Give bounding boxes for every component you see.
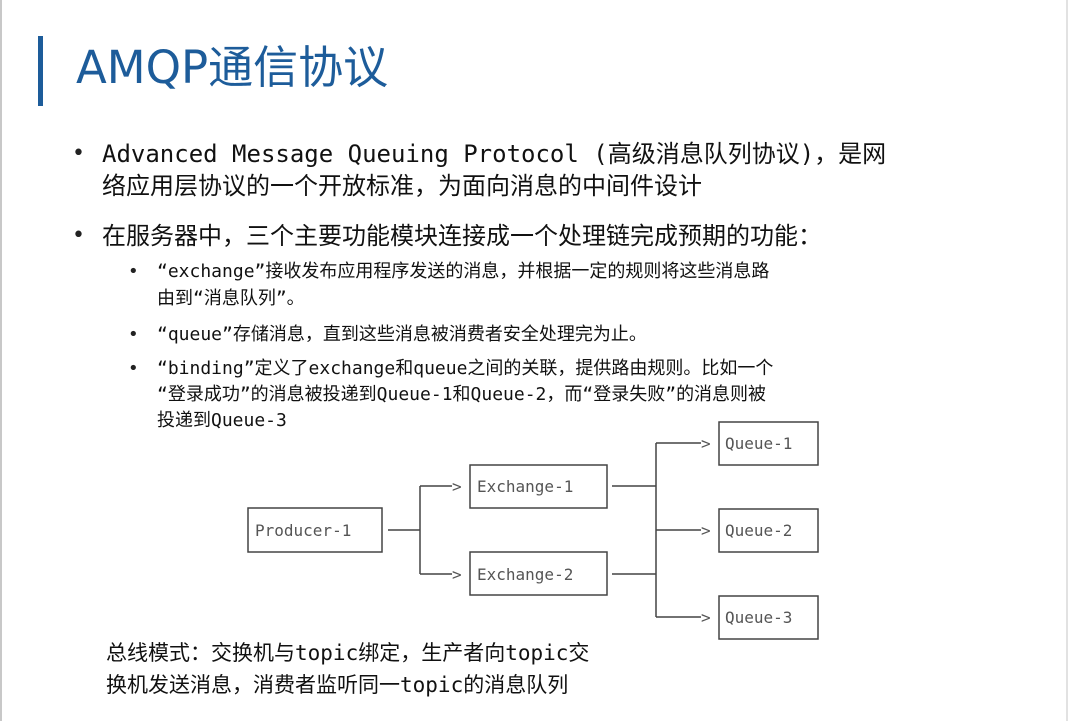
arrow-head: > xyxy=(701,434,711,453)
slide-title: AMQP通信协议 xyxy=(76,41,389,94)
bullet-marker: • xyxy=(72,223,85,248)
exchange-1-label: Exchange-1 xyxy=(477,477,573,496)
bullet-1-line-1: Advanced Message Queuing Protocol (高级消息队… xyxy=(102,140,887,168)
queue-3-label: Queue-3 xyxy=(725,608,792,627)
sub-bullet-3-line-3: 投递到Queue-3 xyxy=(157,410,287,431)
slide-left-edge xyxy=(0,0,2,721)
sub-bullet-3-line-2: “登录成功”的消息被投递到Queue-1和Queue-2，而“登录失败”的消息则… xyxy=(157,384,767,405)
arrow-head: > xyxy=(452,565,462,584)
sub-bullet-marker: • xyxy=(128,261,139,282)
sub-bullet-1-line-2: 由到“消息队列”。 xyxy=(157,288,305,309)
caption-line-1: 总线模式：交换机与topic绑定，生产者向topic交 xyxy=(106,641,590,665)
exchange-1-box xyxy=(469,464,608,509)
bullet-2-line-1: 在服务器中，三个主要功能模块连接成一个处理链完成预期的功能： xyxy=(102,222,822,250)
producer-label: Producer-1 xyxy=(255,521,351,540)
arrow-head: > xyxy=(452,477,462,496)
exchange-2-label: Exchange-2 xyxy=(477,565,573,584)
queue-2-label: Queue-2 xyxy=(725,521,792,540)
bullet-marker: • xyxy=(72,141,85,166)
bullet-1-line-2: 络应用层协议的一个开放标准，为面向消息的中间件设计 xyxy=(102,172,702,200)
sub-bullet-2-line-1: “queue”存储消息，直到这些消息被消费者安全处理完为止。 xyxy=(157,324,647,345)
caption-line-2: 换机发送消息，消费者监听同一topic的消息队列 xyxy=(106,673,569,697)
arrow-head: > xyxy=(701,521,711,540)
arrow-head: > xyxy=(701,608,711,627)
sub-bullet-1-line-1: “exchange”接收发布应用程序发送的消息，并根据一定的规则将这些消息路 xyxy=(157,261,770,282)
exchange-2-box xyxy=(469,551,608,596)
sub-bullet-marker: • xyxy=(128,324,139,345)
producer-box xyxy=(247,507,383,553)
queue-1-box xyxy=(718,421,819,466)
queue-1-label: Queue-1 xyxy=(725,434,792,453)
sub-bullet-marker: • xyxy=(128,358,139,379)
sub-bullet-3-line-1: “binding”定义了exchange和queue之间的关联，提供路由规则。比… xyxy=(157,358,774,379)
slide-right-edge xyxy=(1066,0,1068,721)
queue-2-box xyxy=(718,508,819,553)
title-accent-bar xyxy=(38,36,43,106)
queue-3-box xyxy=(718,595,819,640)
